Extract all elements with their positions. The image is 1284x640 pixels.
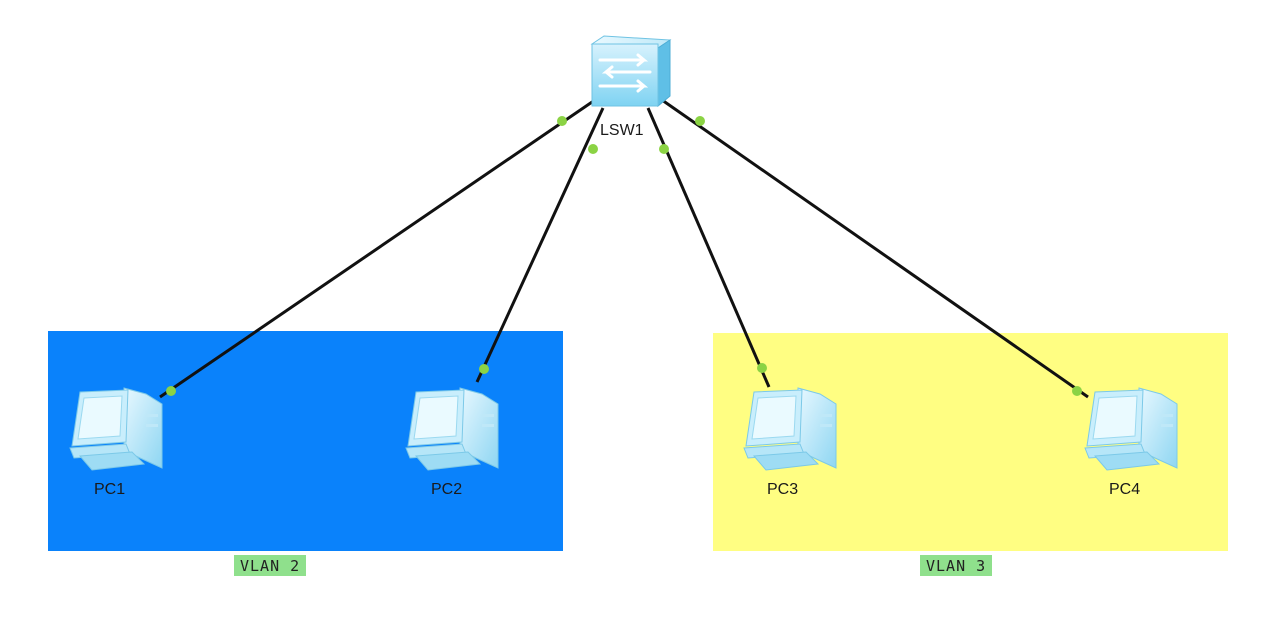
port-indicator: [695, 116, 705, 126]
pc4-label: PC4: [1109, 481, 1141, 498]
link-pc2: [475, 107, 605, 383]
pc-icon: [69, 387, 163, 471]
vlan3-tag: VLAN 3: [920, 555, 993, 576]
pc1-device[interactable]: [66, 384, 164, 477]
pc3-label: PC3: [767, 481, 799, 498]
pc3-device[interactable]: [740, 384, 838, 477]
pc2-device[interactable]: [402, 384, 500, 477]
port-indicator: [659, 144, 669, 154]
pc-icon: [1084, 387, 1178, 471]
vlan2-tag: VLAN 2: [234, 555, 307, 576]
port-indicator: [557, 116, 567, 126]
switch-icon: [590, 35, 672, 108]
port-indicator: [1072, 386, 1082, 396]
port-indicator: [479, 364, 489, 374]
switch-lsw1[interactable]: [586, 34, 672, 115]
port-indicator: [588, 144, 598, 154]
link-pc1: [159, 98, 596, 399]
pc2-label: PC2: [431, 481, 463, 498]
switch-label: LSW1: [600, 122, 644, 139]
link-pc4: [661, 98, 1089, 399]
port-indicator: [757, 363, 767, 373]
pc-icon: [405, 387, 499, 471]
pc-icon: [743, 387, 837, 471]
port-indicator: [166, 386, 176, 396]
link-pc3: [646, 107, 771, 388]
pc4-device[interactable]: [1081, 384, 1179, 477]
pc1-label: PC1: [94, 481, 126, 498]
